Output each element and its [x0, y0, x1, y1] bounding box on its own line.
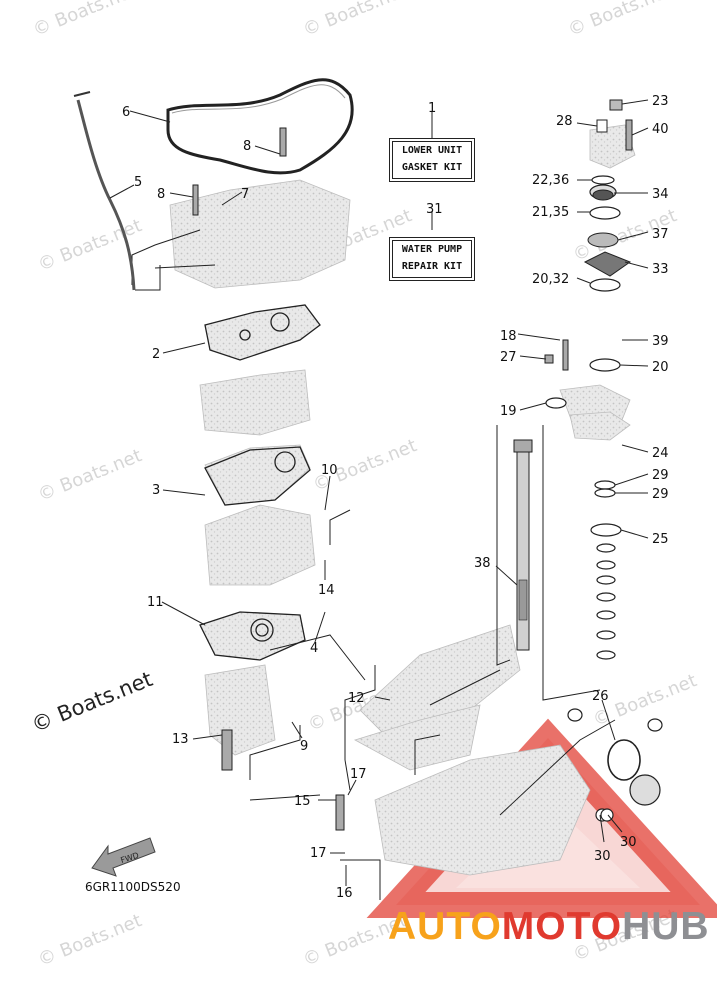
- connector-line: [542, 425, 601, 701]
- dowel-pin: [279, 127, 287, 157]
- callout-8a: 8: [243, 139, 251, 154]
- lower-unit-gasket-kit-box[interactable]: LOWER UNIT GASKET KIT: [392, 141, 472, 179]
- connector-line: [429, 669, 501, 706]
- callout-39: 39: [652, 334, 669, 349]
- connector-line: [496, 425, 511, 666]
- brand-part-hub: HUB: [622, 905, 710, 948]
- callout-38: 38: [474, 556, 491, 571]
- pump-plate: [569, 411, 631, 441]
- connector-line: [329, 509, 351, 545]
- pump-housing: [589, 124, 636, 169]
- callout-34: 34: [652, 187, 669, 202]
- callout-22-36: 22,36: [532, 173, 569, 188]
- callout-33: 33: [652, 262, 669, 277]
- callout-29a: 29: [652, 468, 669, 483]
- brand-part-moto: MOTO: [501, 905, 623, 948]
- connector-line: [344, 759, 351, 791]
- callout-20-32: 20,32: [532, 272, 569, 287]
- automotohub-logo: AUTOMOTOHUB: [388, 905, 710, 949]
- callout-16: 16: [336, 886, 353, 901]
- connector-line: [340, 859, 381, 900]
- gasket-plate: [204, 304, 321, 361]
- fwd-arrow-icon: [91, 837, 156, 877]
- bolt: [562, 339, 569, 371]
- callout-11: 11: [147, 595, 164, 610]
- bolt-head: [544, 354, 554, 364]
- drain-screw: [221, 729, 233, 771]
- connector-line: [269, 634, 366, 681]
- callout-3: 3: [152, 483, 160, 498]
- callout-31: 31: [426, 202, 443, 217]
- mid-housing: [199, 369, 311, 436]
- callout-40: 40: [652, 122, 669, 137]
- callout-12: 12: [348, 691, 365, 706]
- brand-part-auto: AUTO: [388, 905, 502, 948]
- callout-27: 27: [500, 350, 517, 365]
- callout-30b: 30: [620, 835, 637, 850]
- gasket-3-outline: [204, 446, 311, 506]
- connector-line: [414, 734, 441, 775]
- gasket-11-outline: [199, 611, 306, 661]
- callout-15: 15: [294, 794, 311, 809]
- callout-19: 19: [500, 404, 517, 419]
- callout-14: 14: [318, 583, 335, 598]
- connector-line: [154, 264, 216, 269]
- oring-large: [166, 78, 354, 175]
- callout-1: 1: [428, 101, 436, 116]
- callout-18: 18: [500, 329, 517, 344]
- bolt: [625, 119, 633, 151]
- grommet: [609, 99, 623, 111]
- connector-line: [249, 725, 301, 780]
- stud-bolt: [192, 184, 199, 216]
- callout-17b: 17: [310, 846, 327, 861]
- pump-collar: [596, 119, 608, 133]
- lower-unit-bottom: [353, 704, 481, 771]
- callout-9: 9: [300, 739, 308, 754]
- connector-line: [344, 665, 376, 760]
- drive-shaft: [513, 439, 533, 651]
- diagram-code: 6GR1100DS520: [85, 880, 181, 894]
- callout-37: 37: [652, 227, 669, 242]
- callout-26: 26: [592, 689, 609, 704]
- water-pump-repair-kit-box[interactable]: WATER PUMP REPAIR KIT: [392, 240, 472, 278]
- callout-5: 5: [134, 175, 142, 190]
- callout-13: 13: [172, 732, 189, 747]
- kit-line: LOWER UNIT: [401, 145, 463, 156]
- callout-28: 28: [556, 114, 573, 129]
- callout-30a: 30: [594, 849, 611, 864]
- callout-10: 10: [321, 463, 338, 478]
- upper-casing: [169, 179, 351, 289]
- callout-labels: 6 1 5 8 8 7 31 2 3 10 14 11 4 12 9 13 15…: [122, 94, 669, 901]
- callout-29b: 29: [652, 487, 669, 502]
- callout-7: 7: [241, 187, 249, 202]
- callout-17a: 17: [350, 767, 367, 782]
- callout-8b: 8: [157, 187, 165, 202]
- callout-21-35: 21,35: [532, 205, 569, 220]
- gearcase: [374, 744, 591, 876]
- speedometer-hose: [76, 99, 136, 291]
- impeller: [587, 232, 619, 248]
- callout-6: 6: [122, 105, 130, 120]
- connector-line: [499, 719, 616, 816]
- callout-20: 20: [652, 360, 669, 375]
- callout-23: 23: [652, 94, 669, 109]
- callout-24: 24: [652, 446, 669, 461]
- callout-2: 2: [152, 347, 160, 362]
- callout-4: 4: [310, 641, 318, 656]
- connector-line: [249, 794, 321, 801]
- connector-line: [135, 265, 161, 291]
- kit-line: GASKET KIT: [401, 162, 463, 173]
- kit-line: REPAIR KIT: [401, 261, 463, 272]
- exhaust-housing: [204, 504, 316, 586]
- kit-line: WATER PUMP: [401, 244, 463, 255]
- callout-25: 25: [652, 532, 669, 547]
- oil-pan: [204, 664, 276, 756]
- gasket-2-outline: [204, 304, 321, 361]
- pump-insert: [583, 251, 632, 277]
- bolt: [335, 794, 345, 831]
